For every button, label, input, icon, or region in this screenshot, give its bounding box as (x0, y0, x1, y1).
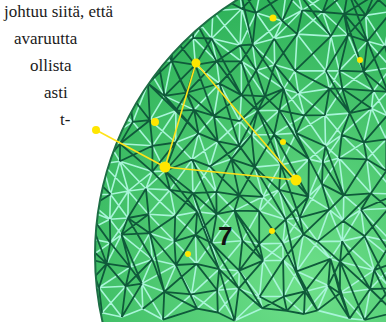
body-text-line: ollista (30, 56, 72, 76)
point (151, 118, 159, 126)
mesh-edge-dark (53, 0, 386, 321)
callout-number: 7 (218, 222, 232, 250)
link-line (196, 63, 296, 180)
point (280, 139, 286, 145)
body-text-line: asti (44, 83, 68, 103)
point (92, 126, 100, 134)
yellow-points (92, 15, 363, 258)
point (269, 228, 275, 234)
mesh-lines (53, 0, 386, 321)
link-line (165, 63, 196, 167)
link-line (165, 167, 296, 180)
point (185, 251, 191, 257)
yellow-links (96, 63, 296, 180)
point (160, 162, 171, 173)
body-text-line: t- (60, 110, 70, 130)
link-line (96, 130, 165, 167)
body-text-line: johtuu siitä, että (4, 2, 113, 22)
point (291, 175, 302, 186)
mesh-rim (95, 0, 386, 322)
point (357, 57, 363, 63)
point (192, 59, 201, 68)
body-text-line: avaruutta (14, 29, 77, 49)
point (270, 15, 277, 22)
